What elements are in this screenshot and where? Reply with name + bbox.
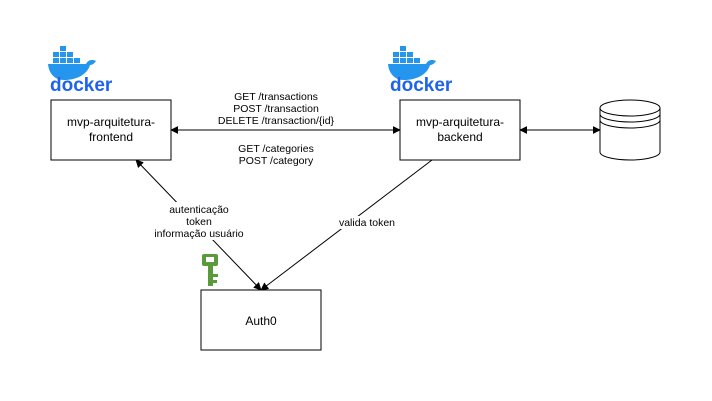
docker-logo-backend: docker — [388, 46, 453, 96]
endpoint-label: GET /transactions — [234, 91, 318, 103]
auth0-label: Auth0 — [245, 314, 277, 328]
frontend-label-line1: mvp-arquitetura- — [67, 115, 155, 129]
key-icon — [202, 254, 218, 286]
endpoint-label: POST /category — [239, 155, 314, 167]
edge-label-backend-auth: valida token — [335, 216, 399, 229]
validate-token-label: valida token — [339, 217, 395, 229]
endpoint-label: GET /categories — [238, 143, 314, 155]
auth-flow-label: token — [186, 216, 212, 228]
backend-node[interactable]: mvp-arquitetura- backend — [399, 99, 521, 161]
database-cylinder-icon[interactable] — [599, 99, 661, 161]
docker-whale-icon — [48, 46, 96, 80]
backend-label-line1: mvp-arquitetura- — [416, 115, 504, 129]
auth-flow-label: autenticação — [169, 204, 229, 216]
edge-label-frontend-backend-bottom: GET /categories POST /category — [238, 143, 314, 167]
docker-logo-frontend: docker — [48, 46, 113, 96]
edge-label-frontend-auth: autenticação token informação usuário — [148, 202, 250, 240]
backend-label-line2: backend — [437, 130, 482, 144]
docker-whale-icon — [388, 46, 436, 80]
endpoint-label: DELETE /transaction/{id} — [218, 115, 335, 127]
auth0-node[interactable]: Auth0 — [200, 289, 322, 351]
endpoint-label: POST /transaction — [233, 103, 319, 115]
docker-wordmark: docker — [390, 75, 453, 96]
docker-wordmark: docker — [50, 75, 113, 96]
auth-flow-label: informação usuário — [154, 228, 243, 240]
frontend-label-line2: frontend — [89, 130, 133, 144]
frontend-node[interactable]: mvp-arquitetura- frontend — [50, 99, 172, 161]
edge-label-frontend-backend-top: GET /transactions POST /transaction DELE… — [218, 91, 335, 127]
